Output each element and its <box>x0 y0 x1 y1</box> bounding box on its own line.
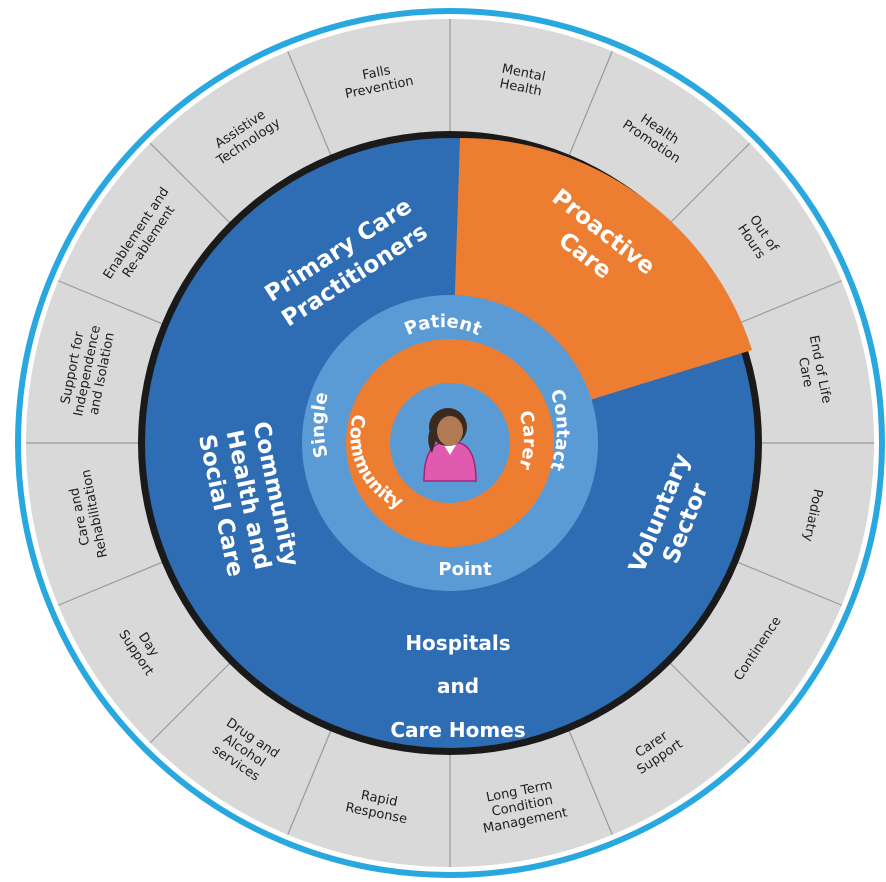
service-divider <box>738 561 842 606</box>
service-divider <box>670 663 751 744</box>
hospitals-label-3: Care Homes <box>390 718 525 742</box>
service-divider <box>149 663 230 744</box>
service-divider <box>568 51 613 155</box>
service-divider <box>738 280 842 325</box>
service-divider <box>58 561 162 606</box>
service-label-line: Rapid <box>360 788 399 810</box>
service-label-line: Falls <box>361 63 392 83</box>
service-divider <box>670 142 751 223</box>
service-divider <box>149 142 230 223</box>
hospitals-label-2: and <box>437 674 479 698</box>
service-divider <box>287 51 332 155</box>
patient-person-icon <box>423 408 477 482</box>
service-label-line: Care <box>795 356 816 388</box>
service-divider <box>58 280 162 325</box>
point-label: Point <box>438 559 492 580</box>
hospitals-label: Hospitals <box>405 631 510 655</box>
service-divider <box>568 731 613 835</box>
service-divider <box>287 731 332 835</box>
service-ring-dividers <box>26 19 874 867</box>
